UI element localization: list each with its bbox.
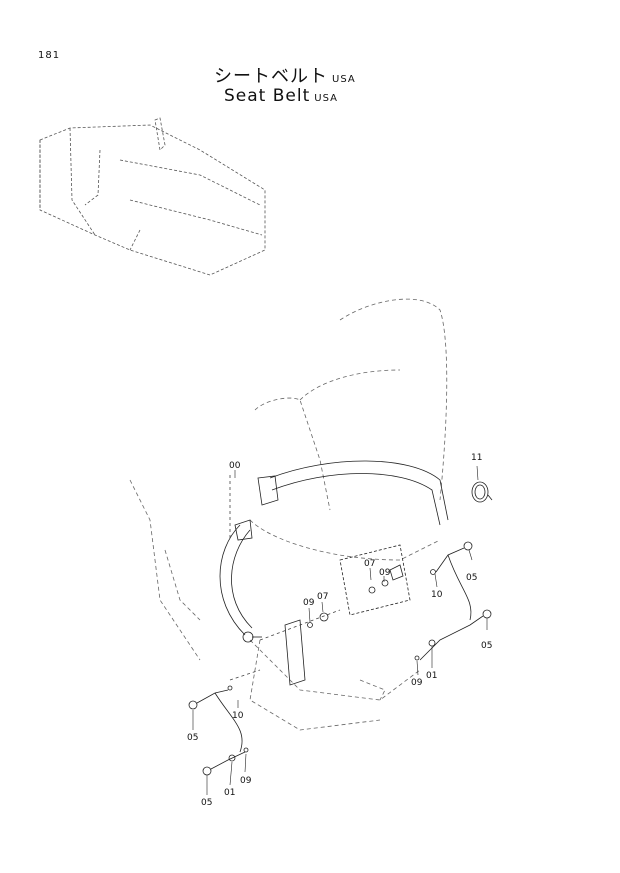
callout-10: 10 <box>232 711 244 721</box>
callout-07: 07 <box>364 559 375 569</box>
tether-upper-left <box>188 685 243 753</box>
callout-10: 10 <box>431 590 443 600</box>
tether-lower-right <box>414 609 492 661</box>
leader-lines <box>192 465 488 795</box>
callout-labels: 00 11 07 09 05 10 09 07 05 09 01 10 05 0… <box>187 453 492 808</box>
callout-09: 09 <box>411 678 423 688</box>
page-number: 181 <box>38 50 61 61</box>
retainer-clip <box>471 481 493 503</box>
callout-09: 09 <box>303 598 315 608</box>
machine-overview-sketch <box>39 117 266 276</box>
shoulder-belt <box>269 460 449 526</box>
buckle-anchor <box>234 475 306 686</box>
callout-01: 01 <box>426 671 437 681</box>
callout-05: 05 <box>481 641 492 651</box>
title-english-suffix: USA <box>314 93 338 104</box>
callout-07: 07 <box>317 592 328 602</box>
callout-01: 01 <box>224 788 235 798</box>
title-japanese-text: シートベルト <box>214 66 328 87</box>
title-japanese-suffix: USA <box>332 74 356 85</box>
connector-lines <box>229 475 341 681</box>
tether-upper-right <box>430 541 473 621</box>
callout-09: 09 <box>379 568 391 578</box>
callout-00: 00 <box>229 461 241 471</box>
callout-05: 05 <box>201 798 212 808</box>
callout-05: 05 <box>466 573 477 583</box>
title-japanese: シートベルト USA <box>214 62 356 88</box>
callout-11: 11 <box>471 453 482 463</box>
seat-outline <box>129 298 448 731</box>
lap-belt-left <box>219 524 262 643</box>
tether-lower-left <box>202 747 249 776</box>
mount-hardware <box>307 544 411 628</box>
callout-05: 05 <box>187 733 198 743</box>
title-english-text: Seat Belt <box>224 86 311 106</box>
callout-09: 09 <box>240 776 252 786</box>
